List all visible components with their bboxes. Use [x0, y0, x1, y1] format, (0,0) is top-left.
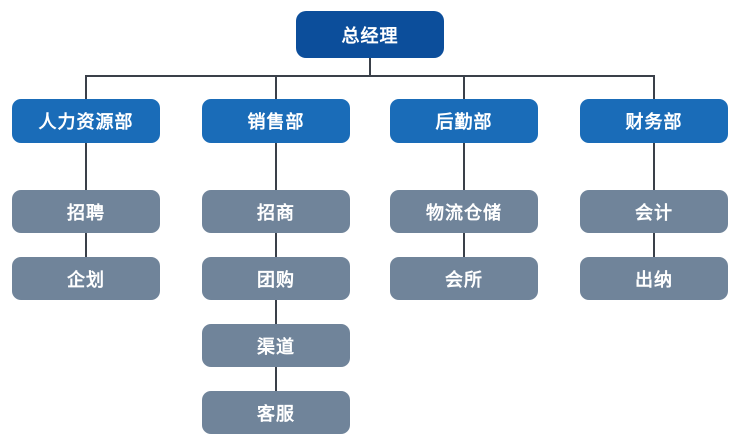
- connector-finance-2: [653, 233, 655, 257]
- connector-drop-logistics: [463, 75, 465, 99]
- connector-sales-3: [275, 300, 277, 324]
- connector-logistics-1: [463, 143, 465, 190]
- node-group-buying: 团购: [202, 257, 350, 300]
- connector-drop-hr: [85, 75, 87, 99]
- node-accounting: 会计: [580, 190, 728, 233]
- node-recruiting: 招聘: [12, 190, 160, 233]
- connector-drop-sales: [275, 75, 277, 99]
- node-logistics-department: 后勤部: [390, 99, 538, 143]
- node-hr-department: 人力资源部: [12, 99, 160, 143]
- connector-sales-1: [275, 143, 277, 190]
- node-general-manager: 总经理: [296, 11, 444, 58]
- node-channels: 渠道: [202, 324, 350, 367]
- node-merchant-recruitment: 招商: [202, 190, 350, 233]
- connector-finance-1: [653, 143, 655, 190]
- node-cashier: 出纳: [580, 257, 728, 300]
- node-logistics-warehousing: 物流仓储: [390, 190, 538, 233]
- connector-sales-2: [275, 233, 277, 257]
- connector-hr-2: [85, 233, 87, 257]
- node-customer-service: 客服: [202, 391, 350, 434]
- connector-sales-4: [275, 367, 277, 391]
- connector-drop-finance: [653, 75, 655, 99]
- node-planning: 企划: [12, 257, 160, 300]
- connector-root-drop: [369, 57, 371, 77]
- node-finance-department: 财务部: [580, 99, 728, 143]
- connector-hr-1: [85, 143, 87, 190]
- connector-bus: [85, 75, 655, 77]
- node-clubhouse: 会所: [390, 257, 538, 300]
- node-sales-department: 销售部: [202, 99, 350, 143]
- connector-logistics-2: [463, 233, 465, 257]
